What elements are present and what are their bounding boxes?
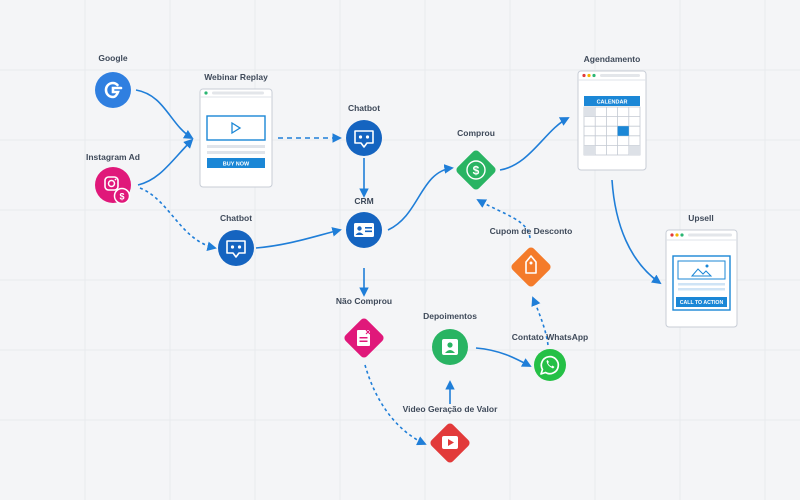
arrow-crm-to-comprou: [387, 164, 454, 231]
dollar-badge-icon: $: [113, 187, 131, 205]
google-node: [95, 72, 131, 108]
agendamento-label: Agendamento: [583, 54, 641, 64]
image-placeholder-icon: [690, 264, 713, 277]
buy-now-button-label: BUY NOW: [223, 162, 250, 168]
selected-date-cell[interactable]: [617, 126, 629, 136]
upsell-label: Upsell: [688, 213, 714, 223]
buy-now-button[interactable]: [207, 158, 265, 168]
arrow-comprou-to-agendamento: [499, 117, 570, 171]
play-icon: [231, 121, 242, 135]
chatbot-top-node: [346, 120, 382, 156]
webinar-label: Webinar Replay: [204, 72, 268, 82]
arrow-chatbot-to-crm: [255, 227, 342, 249]
contact-card-icon: [354, 223, 374, 237]
video-label: Video Geração de Valor: [402, 404, 498, 414]
calendar-page: CALENDAR: [577, 70, 647, 171]
arrow-google-to-webinar: [135, 89, 194, 139]
comprou-label: Comprou: [457, 128, 495, 138]
depoimentos-label: Depoimentos: [423, 311, 477, 321]
video-node: [430, 423, 470, 463]
instagram-icon: [104, 176, 119, 191]
cupom-node: [511, 247, 551, 287]
calendar-header-label: CALENDAR: [597, 100, 628, 106]
depoimentos-node: [432, 329, 468, 365]
testimonial-icon: [442, 339, 458, 355]
document-x-icon: [357, 329, 371, 346]
video-play-icon: [442, 436, 458, 449]
comprou-node: $: [456, 150, 496, 190]
chatbot-top-label: Chatbot: [347, 103, 381, 113]
chatbot-bottom-node: [218, 230, 254, 266]
calendar-header: [584, 96, 640, 106]
whatsapp-icon: [540, 355, 560, 375]
arrow-agendamento-to-upsell: [611, 179, 662, 285]
svg-text:$: $: [473, 164, 480, 178]
dollar-icon: $: [466, 160, 486, 180]
arrow-instagram-to-webinar: [137, 138, 194, 186]
webinar-page: BUY NOW: [199, 88, 273, 188]
whatsapp-label: Contato WhatsApp: [511, 332, 589, 342]
chatbot-icon: [354, 130, 374, 148]
cupom-label: Cupom de Desconto: [489, 226, 573, 236]
arrow-depoimentos-to-whatsapp: [475, 347, 532, 367]
crm-label: CRM: [354, 196, 374, 206]
upsell-page: CALL TO ACTION: [665, 229, 738, 328]
arrow-nao-comprou-to-video: [364, 364, 427, 446]
google-label: Google: [98, 53, 128, 63]
chatbot-bottom-label: Chatbot: [219, 213, 253, 223]
call-to-action-button[interactable]: [676, 297, 727, 307]
instagram-label: Instagram Ad: [85, 152, 141, 162]
nao-comprou-node: [344, 318, 384, 358]
google-icon: [104, 81, 123, 99]
crm-node: [346, 212, 382, 248]
call-to-action-label: CALL TO ACTION: [680, 300, 724, 306]
instagram-node: $: [95, 167, 131, 205]
arrow-instagram-to-chatbot: [139, 187, 217, 251]
price-tag-icon: [525, 255, 537, 274]
chatbot-icon: [226, 240, 246, 258]
nao-comprou-label: Não Comprou: [335, 296, 393, 306]
whatsapp-node: [534, 349, 566, 381]
svg-text:$: $: [119, 192, 124, 202]
